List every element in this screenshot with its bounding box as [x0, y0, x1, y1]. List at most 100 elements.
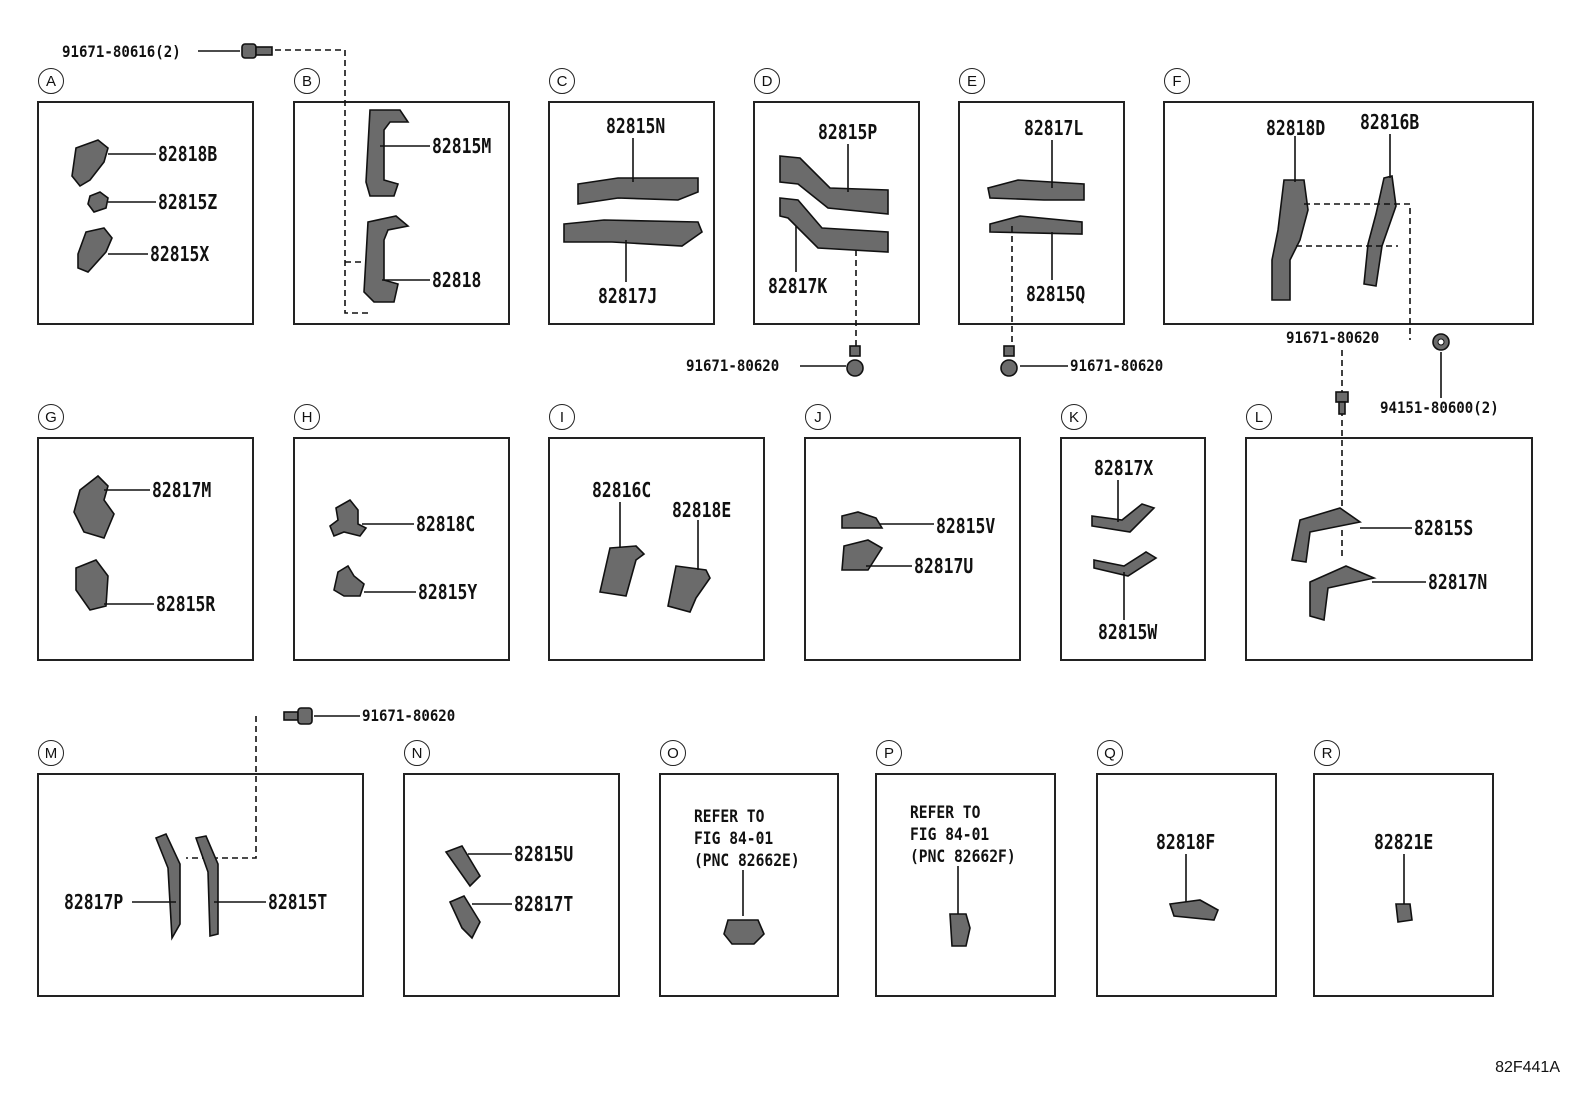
panel-a-frame — [37, 101, 254, 325]
section-letter-d: D — [754, 68, 780, 94]
part-82817t-icon — [448, 894, 481, 940]
part-label-82815x[interactable]: 82815X — [150, 242, 210, 266]
part-label-82817j[interactable]: 82817J — [598, 284, 658, 308]
part-82818f-icon — [1168, 899, 1220, 921]
part-82817x-icon — [1091, 503, 1156, 533]
part-82662e-icon — [723, 919, 765, 945]
panel-h-frame — [293, 437, 510, 661]
bolt-icon-f — [1335, 391, 1349, 415]
section-letter-o: O — [660, 740, 686, 766]
fastener-label-e-bolt[interactable]: 91671-80620 — [1070, 356, 1164, 375]
section-letter-h: H — [294, 404, 320, 430]
part-label-82815n[interactable]: 82815N — [606, 114, 666, 138]
part-82818b-icon — [71, 139, 109, 188]
part-82817n-icon — [1309, 565, 1377, 622]
refer-note-o: REFER TO FIG 84-01 (PNC 82662E) — [694, 806, 800, 872]
panel-m-frame — [37, 773, 364, 997]
part-label-82818d[interactable]: 82818D — [1266, 116, 1326, 140]
part-label-82818b[interactable]: 82818B — [158, 142, 218, 166]
part-label-82821e[interactable]: 82821E — [1374, 830, 1434, 854]
part-label-82816b[interactable]: 82816B — [1360, 110, 1420, 134]
part-label-82815m[interactable]: 82815M — [432, 134, 492, 158]
refer-note-p-line3: (PNC 82662F) — [910, 847, 1016, 867]
panel-q-frame — [1096, 773, 1277, 997]
panel-b-frame — [293, 101, 510, 325]
part-label-82815p[interactable]: 82815P — [818, 120, 878, 144]
panel-p-frame — [875, 773, 1056, 997]
section-letter-p: P — [876, 740, 902, 766]
part-82815m-icon — [365, 109, 410, 197]
section-letter-c: C — [549, 68, 575, 94]
part-label-82815u[interactable]: 82815U — [514, 842, 574, 866]
part-82815s-icon — [1291, 507, 1362, 563]
figure-code: 82F441A — [1495, 1059, 1560, 1076]
part-82815v-icon — [841, 511, 884, 529]
part-label-82815r[interactable]: 82815R — [156, 592, 216, 616]
fastener-label-f-bolt[interactable]: 91671-80620 — [1286, 328, 1380, 347]
panel-d-frame — [753, 101, 920, 325]
section-letter-b: B — [294, 68, 320, 94]
section-letter-n: N — [404, 740, 430, 766]
refer-note-o-line2: FIG 84-01 — [694, 829, 774, 849]
part-label-82818f[interactable]: 82818F — [1156, 830, 1216, 854]
part-82816b-icon — [1363, 175, 1397, 287]
section-letter-r: R — [1314, 740, 1340, 766]
part-label-82817n[interactable]: 82817N — [1428, 570, 1488, 594]
nut-icon-f — [1432, 333, 1450, 351]
part-82817j-icon — [563, 219, 703, 247]
part-label-82817p[interactable]: 82817P — [64, 890, 124, 914]
panel-g-frame — [37, 437, 254, 661]
part-82817l-icon — [987, 179, 1085, 201]
refer-note-p-line1: REFER TO — [910, 803, 981, 823]
part-label-82815v[interactable]: 82815V — [936, 514, 996, 538]
part-82817k-icon — [779, 197, 889, 253]
section-letter-k: K — [1061, 404, 1087, 430]
part-82815n-icon — [577, 177, 699, 205]
part-label-82817k[interactable]: 82817K — [768, 274, 828, 298]
refer-note-p-line2: FIG 84-01 — [910, 825, 990, 845]
bolt-icon-top — [241, 43, 273, 59]
part-82818-icon — [363, 215, 410, 303]
part-label-82818[interactable]: 82818 — [432, 268, 482, 292]
panel-f-frame — [1163, 101, 1534, 325]
part-82817m-icon — [73, 474, 115, 539]
section-letter-e: E — [959, 68, 985, 94]
part-82815t-icon — [194, 835, 219, 938]
bolt-icon-d — [846, 345, 864, 377]
bolt-icon-e — [1000, 345, 1018, 377]
part-82815u-icon — [444, 845, 482, 888]
part-label-82815z[interactable]: 82815Z — [158, 190, 218, 214]
part-label-82817t[interactable]: 82817T — [514, 892, 574, 916]
panel-j-frame — [804, 437, 1021, 661]
section-letter-a: A — [38, 68, 64, 94]
part-82815w-icon — [1093, 551, 1158, 577]
part-82816c-icon — [599, 545, 646, 597]
part-label-82817u[interactable]: 82817U — [914, 554, 974, 578]
part-label-82815q[interactable]: 82815Q — [1026, 282, 1086, 306]
fastener-label-m-bolt[interactable]: 91671-80620 — [362, 706, 456, 725]
part-label-82815s[interactable]: 82815S — [1414, 516, 1474, 540]
part-82821e-icon — [1395, 903, 1413, 923]
part-label-82817m[interactable]: 82817M — [152, 478, 212, 502]
refer-note-o-line3: (PNC 82662E) — [694, 851, 800, 871]
part-label-82817x[interactable]: 82817X — [1094, 456, 1154, 480]
part-label-82816c[interactable]: 82816C — [592, 478, 652, 502]
fastener-label-f-nut[interactable]: 94151-80600(2) — [1380, 398, 1499, 417]
part-82815r-icon — [75, 559, 109, 611]
part-label-82818e[interactable]: 82818E — [672, 498, 732, 522]
part-label-82815w[interactable]: 82815W — [1098, 620, 1158, 644]
part-label-82817l[interactable]: 82817L — [1024, 116, 1084, 140]
panel-c-frame — [548, 101, 715, 325]
part-label-82818c[interactable]: 82818C — [416, 512, 476, 536]
part-82818e-icon — [667, 565, 711, 613]
part-82817u-icon — [841, 539, 884, 571]
section-letter-l: L — [1246, 404, 1272, 430]
fastener-label-d-bolt[interactable]: 91671-80620 — [686, 356, 780, 375]
part-label-82815t[interactable]: 82815T — [268, 890, 328, 914]
section-letter-j: J — [805, 404, 831, 430]
section-letter-i: I — [549, 404, 575, 430]
fastener-label-top-bolt[interactable]: 91671-80616(2) — [62, 42, 181, 61]
panel-k-frame — [1060, 437, 1206, 661]
part-label-82815y[interactable]: 82815Y — [418, 580, 478, 604]
